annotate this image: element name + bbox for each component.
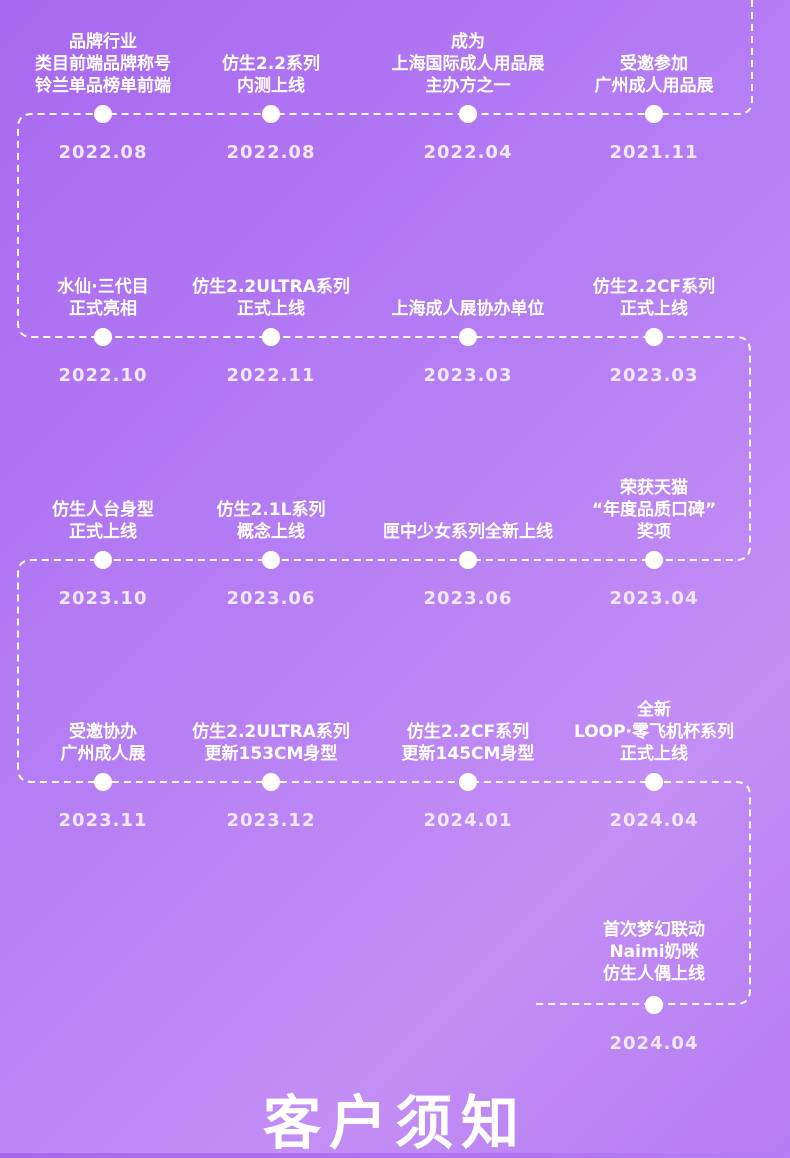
milestone-date: 2022.08 bbox=[226, 142, 316, 163]
milestone-date: 2023.10 bbox=[58, 588, 148, 609]
milestone-description: 仿生2.2ULTRA系列 更新153CM身型 bbox=[192, 722, 350, 764]
milestone-date: 2021.11 bbox=[609, 142, 699, 163]
milestone-date: 2022.10 bbox=[58, 365, 148, 386]
milestone-description: 首次梦幻联动 Naimi奶咪 仿生人偶上线 bbox=[603, 920, 705, 984]
milestone-date: 2022.08 bbox=[58, 142, 148, 163]
milestone-description: 受邀协办 广州成人展 bbox=[60, 722, 146, 764]
milestone-description: 仿生2.1L系列 概念上线 bbox=[216, 500, 326, 542]
milestone-date: 2023.11 bbox=[58, 810, 148, 831]
milestone-description: 仿生人台身型 正式上线 bbox=[52, 500, 154, 542]
milestone-dot bbox=[94, 328, 112, 346]
milestone-dot bbox=[94, 105, 112, 123]
milestone-dot bbox=[645, 551, 663, 569]
milestone-description: 受邀参加 广州成人用品展 bbox=[594, 54, 714, 96]
milestone-dot bbox=[94, 551, 112, 569]
milestone-description: 上海成人展协办单位 bbox=[391, 299, 545, 319]
milestone-description: 仿生2.2ULTRA系列 正式上线 bbox=[192, 277, 350, 319]
milestone-date: 2022.04 bbox=[423, 142, 513, 163]
milestone-description: 仿生2.2系列 内测上线 bbox=[221, 54, 321, 96]
milestone-date: 2023.12 bbox=[226, 810, 316, 831]
milestone-date: 2023.04 bbox=[609, 588, 699, 609]
milestone-description: 荣获天猫 “年度品质口碑” 奖项 bbox=[591, 478, 717, 542]
milestone-dot bbox=[645, 105, 663, 123]
milestone-dot bbox=[645, 773, 663, 791]
timeline-line bbox=[17, 0, 753, 1005]
section-title: 客户须知 bbox=[262, 1089, 527, 1157]
milestone-dot bbox=[645, 996, 663, 1014]
milestone-dot bbox=[262, 328, 280, 346]
milestone-description: 仿生2.2CF系列 更新145CM身型 bbox=[401, 722, 535, 764]
milestone-dot bbox=[645, 328, 663, 346]
milestone-date: 2023.03 bbox=[609, 365, 699, 386]
milestone-description: 全新 LOOP·零飞机杯系列 正式上线 bbox=[573, 700, 735, 764]
milestone-dot bbox=[262, 105, 280, 123]
milestone-dot bbox=[94, 773, 112, 791]
milestone-dot bbox=[459, 328, 477, 346]
milestone-description: 成为 上海国际成人用品展 主办方之一 bbox=[391, 32, 545, 96]
milestone-date: 2022.11 bbox=[226, 365, 316, 386]
milestone-date: 2024.04 bbox=[609, 1033, 699, 1054]
milestone-date: 2024.01 bbox=[423, 810, 513, 831]
milestone-dot bbox=[459, 105, 477, 123]
milestone-dot bbox=[459, 551, 477, 569]
milestone-date: 2023.03 bbox=[423, 365, 513, 386]
milestone-description: 仿生2.2CF系列 正式上线 bbox=[592, 277, 716, 319]
milestone-description: 水仙·三代目 正式亮相 bbox=[57, 277, 149, 319]
milestone-description: 品牌行业 类目前端品牌称号 铃兰单品榜单前端 bbox=[35, 32, 171, 96]
milestone-date: 2023.06 bbox=[226, 588, 316, 609]
milestone-description: 匣中少女系列全新上线 bbox=[383, 522, 553, 542]
milestone-dot bbox=[262, 551, 280, 569]
milestone-date: 2024.04 bbox=[609, 810, 699, 831]
milestone-dot bbox=[262, 773, 280, 791]
milestone-dot bbox=[459, 773, 477, 791]
milestone-date: 2023.06 bbox=[423, 588, 513, 609]
